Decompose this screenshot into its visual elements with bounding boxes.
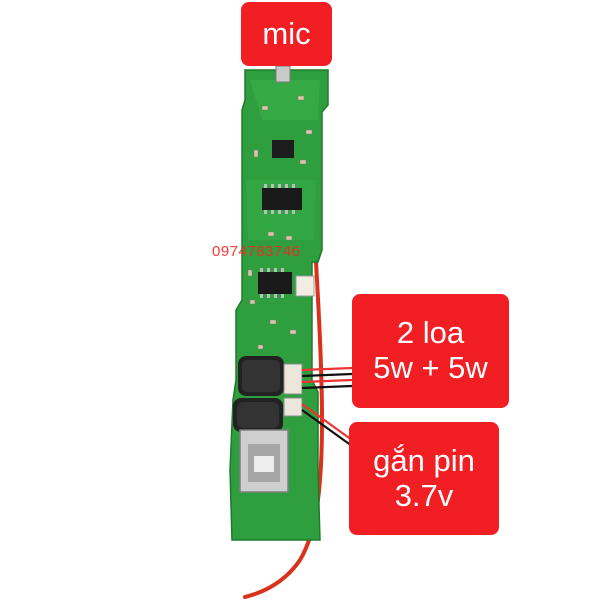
phone-watermark: 0974783746 [212, 243, 301, 260]
power-connector [295, 275, 315, 297]
chip-u1 [272, 140, 294, 158]
mic-label: mic [241, 2, 332, 66]
red-power-wire [243, 260, 325, 599]
battery-label-line2: 3.7v [394, 477, 454, 513]
mic-label-text: mic [262, 15, 311, 51]
speaker-connector [283, 363, 303, 395]
mic-pads [275, 65, 291, 83]
chip-u3 [258, 272, 292, 294]
speaker-label: 2 loa 5w + 5w [352, 294, 509, 408]
battery-label: gắn pin 3.7v [349, 422, 499, 535]
speaker-label-line2: 5w + 5w [373, 350, 488, 385]
battery-connector [283, 397, 303, 417]
speaker-label-line1: 2 loa [396, 315, 465, 351]
chip-u2 [262, 188, 302, 210]
battery-label-line1: gắn pin [373, 442, 475, 478]
